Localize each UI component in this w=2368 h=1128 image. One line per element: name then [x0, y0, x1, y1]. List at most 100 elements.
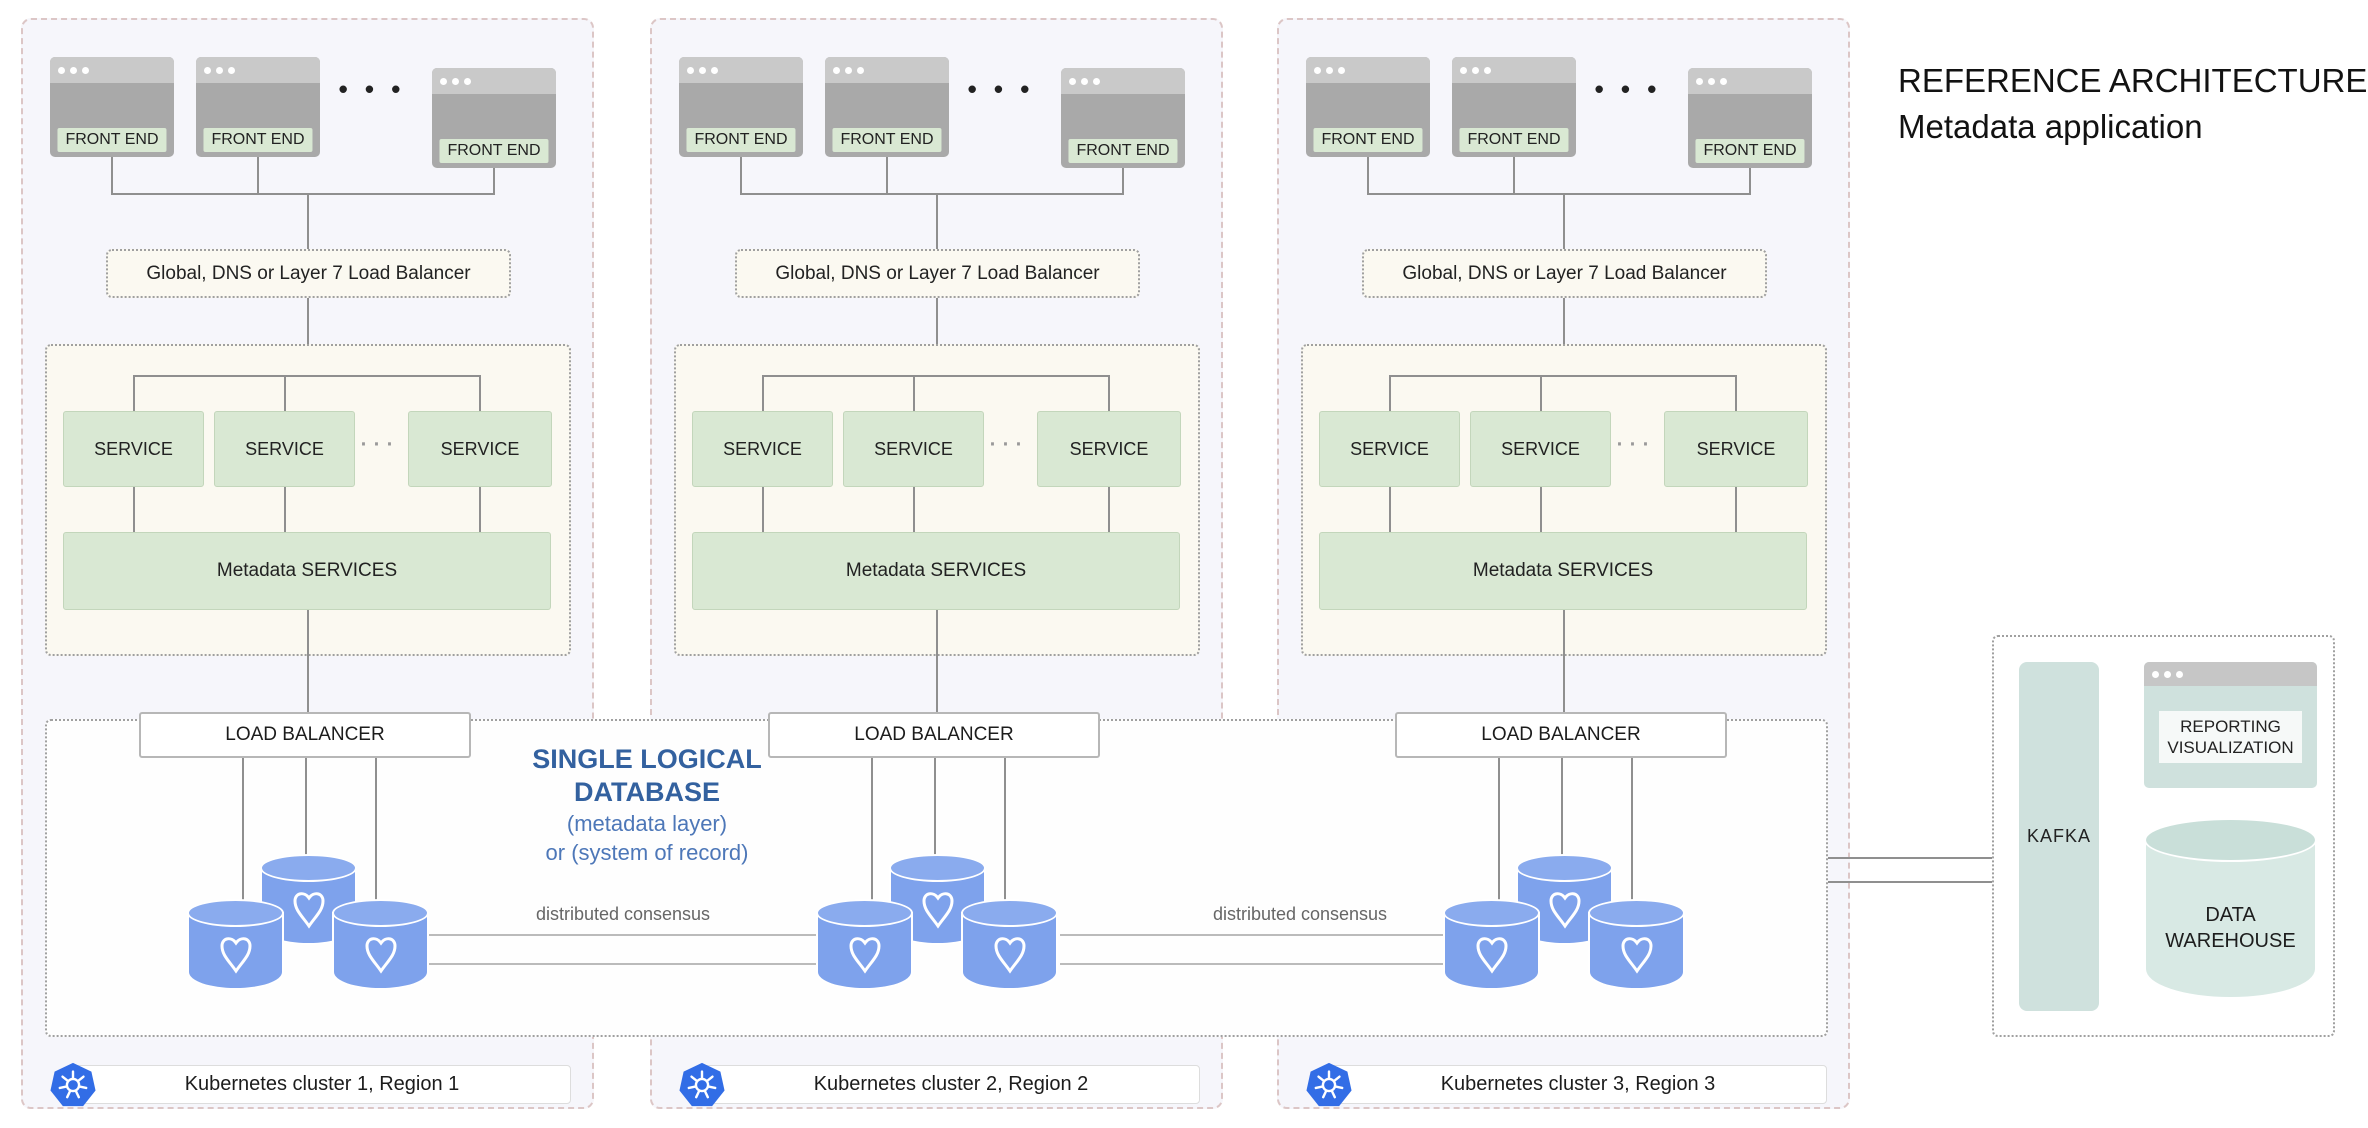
connector-line: [1563, 298, 1565, 375]
window-titlebar: [825, 57, 949, 83]
frontend-window: FRONT END: [1061, 68, 1185, 168]
window-dot-icon: [228, 66, 235, 74]
service-box: SERVICE: [1664, 411, 1808, 487]
service-box: SERVICE: [1037, 411, 1181, 487]
frontend-label: FRONT END: [1313, 128, 1423, 152]
kubernetes-icon: [1306, 1062, 1352, 1107]
sld-line3: (metadata layer): [566, 811, 728, 836]
cluster-label: Kubernetes cluster 3, Region 3: [1440, 1073, 1716, 1095]
service-box: SERVICE: [1319, 411, 1460, 487]
cylinder-top: [816, 899, 913, 927]
metadata-services-box: Metadata SERVICES: [1319, 532, 1807, 610]
reporting-line2: VISUALIZATION: [2167, 738, 2294, 757]
connector-line: [493, 168, 495, 193]
connector-line: [307, 610, 309, 712]
connector-line: [740, 157, 742, 193]
service-box: SERVICE: [1470, 411, 1611, 487]
frontend-ellipsis: • • •: [338, 74, 406, 104]
data-warehouse-label: DATA WAREHOUSE: [2144, 902, 2317, 954]
frontend-label: FRONT END: [686, 128, 796, 152]
window-dot-icon: [2176, 670, 2183, 678]
cockroachdb-logo-icon: [364, 937, 397, 974]
connector-line: [1540, 487, 1542, 532]
service-box: SERVICE: [408, 411, 552, 487]
window-titlebar: [1452, 57, 1576, 83]
window-dot-icon: [1093, 77, 1100, 85]
cylinder-top: [260, 854, 357, 882]
window-dot-icon: [464, 77, 471, 85]
frontend-label: FRONT END: [57, 128, 167, 152]
connector-line: [1563, 193, 1565, 249]
frontend-window: FRONT END: [825, 57, 949, 157]
window-dot-icon: [70, 66, 77, 74]
connector-line: [133, 375, 480, 377]
metadata-services-box: Metadata SERVICES: [63, 532, 551, 610]
connector-line: [1004, 758, 1006, 923]
warehouse-line1: DATA: [2205, 904, 2256, 926]
connector-line: [934, 758, 936, 858]
service-box: SERVICE: [63, 411, 204, 487]
kubernetes-icon: [50, 1062, 96, 1107]
window-dot-icon: [1460, 66, 1467, 74]
single-logical-database-label: SINGLE LOGICAL DATABASE (metadata layer)…: [477, 743, 817, 867]
global-load-balancer-box: Global, DNS or Layer 7 Load Balancer: [106, 249, 511, 298]
connector-line: [913, 487, 915, 532]
warehouse-line2: WAREHOUSE: [2165, 930, 2296, 952]
window-dot-icon: [2164, 670, 2171, 678]
window-titlebar: [50, 57, 174, 83]
connector-line: [111, 157, 113, 193]
frontend-window: FRONT END: [1452, 57, 1576, 157]
cylinder-top: [187, 899, 284, 927]
connector-line: [242, 758, 244, 923]
sld-line1: SINGLE LOGICAL: [532, 744, 762, 774]
consensus-line: [1060, 934, 1490, 936]
reporting-window-body: REPORTING VISUALIZATION: [2144, 686, 2317, 788]
frontend-label: FRONT END: [203, 128, 313, 152]
title-line1: REFERENCE ARCHITECTURE: [1898, 62, 2368, 99]
load-balancer-box: LOAD BALANCER: [1395, 712, 1727, 758]
cluster-label-bar: Kubernetes cluster 1, Region 1: [73, 1065, 571, 1104]
service-box: SERVICE: [692, 411, 833, 487]
cockroachdb-logo-icon: [1620, 937, 1653, 974]
cluster-label: Kubernetes cluster 2, Region 2: [813, 1073, 1089, 1095]
kubernetes-wheel-icon: [1314, 1070, 1344, 1099]
window-titlebar: [2144, 662, 2317, 686]
connector-line: [936, 610, 938, 712]
connector-line: [111, 193, 495, 195]
frontend-label: FRONT END: [1695, 139, 1805, 163]
window-dot-icon: [687, 66, 694, 74]
load-balancer-box: LOAD BALANCER: [768, 712, 1100, 758]
window-dot-icon: [1314, 66, 1321, 74]
frontend-window: FRONT END: [50, 57, 174, 157]
database-icon: [332, 899, 429, 990]
window-dot-icon: [711, 66, 718, 74]
connector-line: [284, 375, 286, 411]
cylinder-top: [889, 854, 986, 882]
cylinder-top: [961, 899, 1058, 927]
window-dot-icon: [452, 77, 459, 85]
cockroachdb-logo-icon: [1548, 892, 1581, 929]
window-dot-icon: [1326, 66, 1333, 74]
connector-line: [479, 487, 481, 532]
connector-line: [133, 375, 135, 411]
frontend-ellipsis: • • •: [967, 74, 1035, 104]
reporting-label: REPORTING VISUALIZATION: [2159, 711, 2302, 763]
connector-line: [1540, 375, 1542, 411]
cockroachdb-logo-icon: [848, 937, 881, 974]
frontend-label: FRONT END: [1068, 139, 1178, 163]
connector-line: [1122, 168, 1124, 193]
connector-line: [1367, 193, 1751, 195]
window-dot-icon: [2152, 670, 2159, 678]
cluster-label-bar: Kubernetes cluster 3, Region 3: [1329, 1065, 1827, 1104]
window-dot-icon: [58, 66, 65, 74]
connector-line: [1563, 610, 1565, 712]
connector-line: [740, 193, 1124, 195]
window-dot-icon: [1472, 66, 1479, 74]
analytics-panel: KAFKA REPORTING VISUALIZATION DATA WAREH…: [1992, 635, 2335, 1037]
cylinder-top: [2144, 818, 2317, 862]
window-dot-icon: [1720, 77, 1727, 85]
connector-line: [1735, 487, 1737, 532]
connector-line: [1367, 157, 1369, 193]
connector-line: [871, 758, 873, 923]
kafka-box: KAFKA: [2019, 662, 2099, 1011]
